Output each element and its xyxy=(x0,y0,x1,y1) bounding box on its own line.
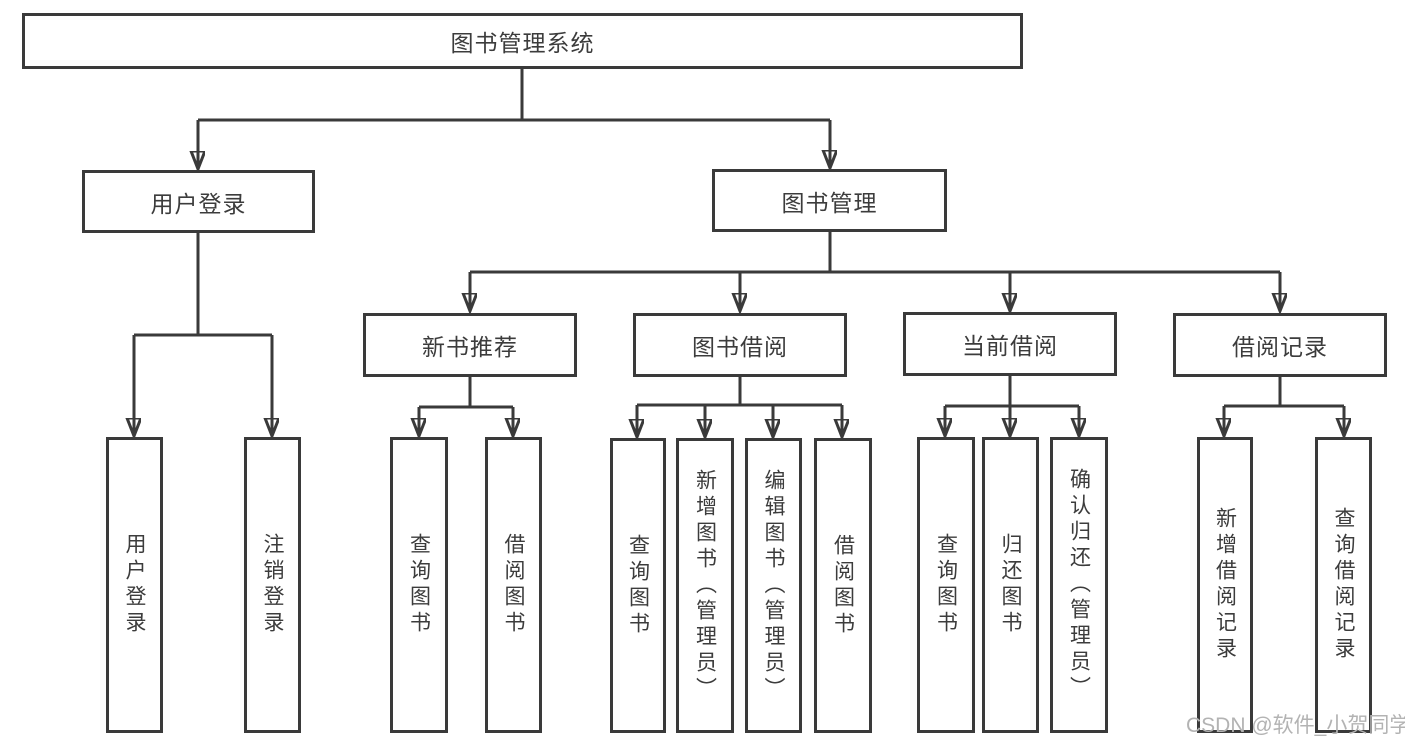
connector-new-book-rec xyxy=(419,377,513,409)
leaf-rec-query-book-label: 查询图书 xyxy=(407,533,431,637)
leaf-logout-label: 注销登录 xyxy=(261,533,284,637)
node-user-login-label: 用户登录 xyxy=(150,190,247,217)
leaf-cb-query-book-label: 查询图书 xyxy=(934,533,958,637)
leaf-rec-query-book: 查询图书 xyxy=(390,437,448,733)
leaf-br-query-record-label: 查询借阅记录 xyxy=(1332,507,1355,663)
leaf-bb-edit-book-label: 编辑图书（管理员） xyxy=(762,468,785,703)
leaf-rec-borrow-book: 借阅图书 xyxy=(485,437,542,733)
node-user-login: 用户登录 xyxy=(82,170,315,233)
leaf-logout: 注销登录 xyxy=(244,437,301,733)
node-root-label: 图书管理系统 xyxy=(450,30,595,56)
node-book-borrow-label: 图书借阅 xyxy=(692,334,788,360)
connector-borrow-records xyxy=(1224,377,1344,408)
leaf-br-add-record: 新增借阅记录 xyxy=(1197,437,1253,733)
leaf-bb-query-book: 查询图书 xyxy=(610,438,666,733)
connector-root xyxy=(198,69,830,122)
connector-user-login xyxy=(134,233,272,337)
connector-book-mgmt xyxy=(470,232,1280,274)
leaf-cb-return-book: 归还图书 xyxy=(982,437,1039,733)
node-current-borrow: 当前借阅 xyxy=(903,312,1117,376)
connector-current-borrow xyxy=(945,376,1079,408)
node-new-book-rec: 新书推荐 xyxy=(363,313,577,377)
leaf-cb-query-book: 查询图书 xyxy=(917,437,975,733)
leaf-bb-borrow-book: 借阅图书 xyxy=(814,438,872,733)
leaf-user-login: 用户登录 xyxy=(106,437,163,733)
leaf-bb-borrow-book-label: 借阅图书 xyxy=(831,533,855,638)
node-book-mgmt-label: 图书管理 xyxy=(781,189,878,216)
leaf-bb-query-book-label: 查询图书 xyxy=(626,533,650,638)
leaf-cb-confirm-return: 确认归还（管理员） xyxy=(1050,437,1108,733)
csdn-watermark: CSDN @软件_小贺同学 xyxy=(1186,714,1405,737)
leaf-cb-confirm-return-label: 确认归还（管理员） xyxy=(1067,468,1091,702)
leaf-bb-add-book-label: 新增图书（管理员） xyxy=(693,468,717,703)
node-current-borrow-label: 当前借阅 xyxy=(962,333,1058,359)
node-borrow-records: 借阅记录 xyxy=(1173,313,1387,377)
node-book-borrow: 图书借阅 xyxy=(633,313,847,377)
node-book-mgmt: 图书管理 xyxy=(712,169,947,232)
leaf-rec-borrow-book-label: 借阅图书 xyxy=(502,533,525,637)
leaf-br-add-record-label: 新增借阅记录 xyxy=(1213,507,1237,663)
leaf-bb-add-book: 新增图书（管理员） xyxy=(676,438,734,733)
node-borrow-records-label: 借阅记录 xyxy=(1232,334,1328,360)
node-root: 图书管理系统 xyxy=(22,13,1023,69)
node-new-book-rec-label: 新书推荐 xyxy=(422,334,518,360)
connector-book-borrow xyxy=(637,377,842,407)
leaf-user-login-label: 用户登录 xyxy=(123,533,146,637)
leaf-br-query-record: 查询借阅记录 xyxy=(1315,437,1372,733)
leaf-bb-edit-book: 编辑图书（管理员） xyxy=(745,438,802,733)
leaf-cb-return-book-label: 归还图书 xyxy=(999,533,1022,637)
